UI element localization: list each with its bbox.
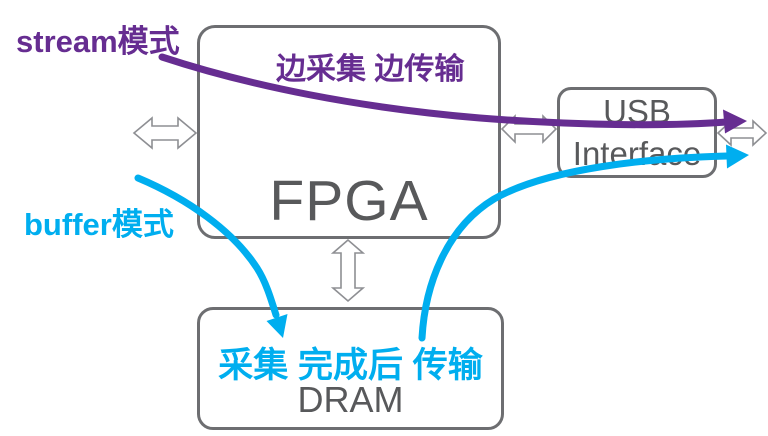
fpga-left-bidirectional-arrow-icon <box>132 116 198 150</box>
buffer-transfer-arrowhead-icon <box>726 144 749 169</box>
stream-mode-label: stream模式 <box>16 24 180 59</box>
usb-label-line2: Interface <box>572 134 702 172</box>
fpga-usb-bidirectional-arrow-icon <box>500 114 558 144</box>
fpga-dram-bidirectional-arrow-icon <box>330 238 366 303</box>
dram-box: 采集 完成后 传输 DRAM <box>197 307 504 430</box>
stream-flow-arrowhead-icon <box>723 109 747 134</box>
usb-interface-box: USB Interface <box>557 87 717 178</box>
buffer-mode-label: buffer模式 <box>24 207 174 242</box>
usb-output-bidirectional-arrow-icon <box>716 119 768 147</box>
dram-label: DRAM <box>297 379 404 420</box>
fpga-label: FPGA <box>269 169 429 233</box>
buffer-annotation: 采集 完成后 传输 <box>218 346 483 385</box>
stream-annotation: 边采集 边传输 <box>276 53 465 86</box>
fpga-box: 边采集 边传输 FPGA <box>197 25 501 239</box>
usb-label-line1: USB <box>603 92 671 130</box>
